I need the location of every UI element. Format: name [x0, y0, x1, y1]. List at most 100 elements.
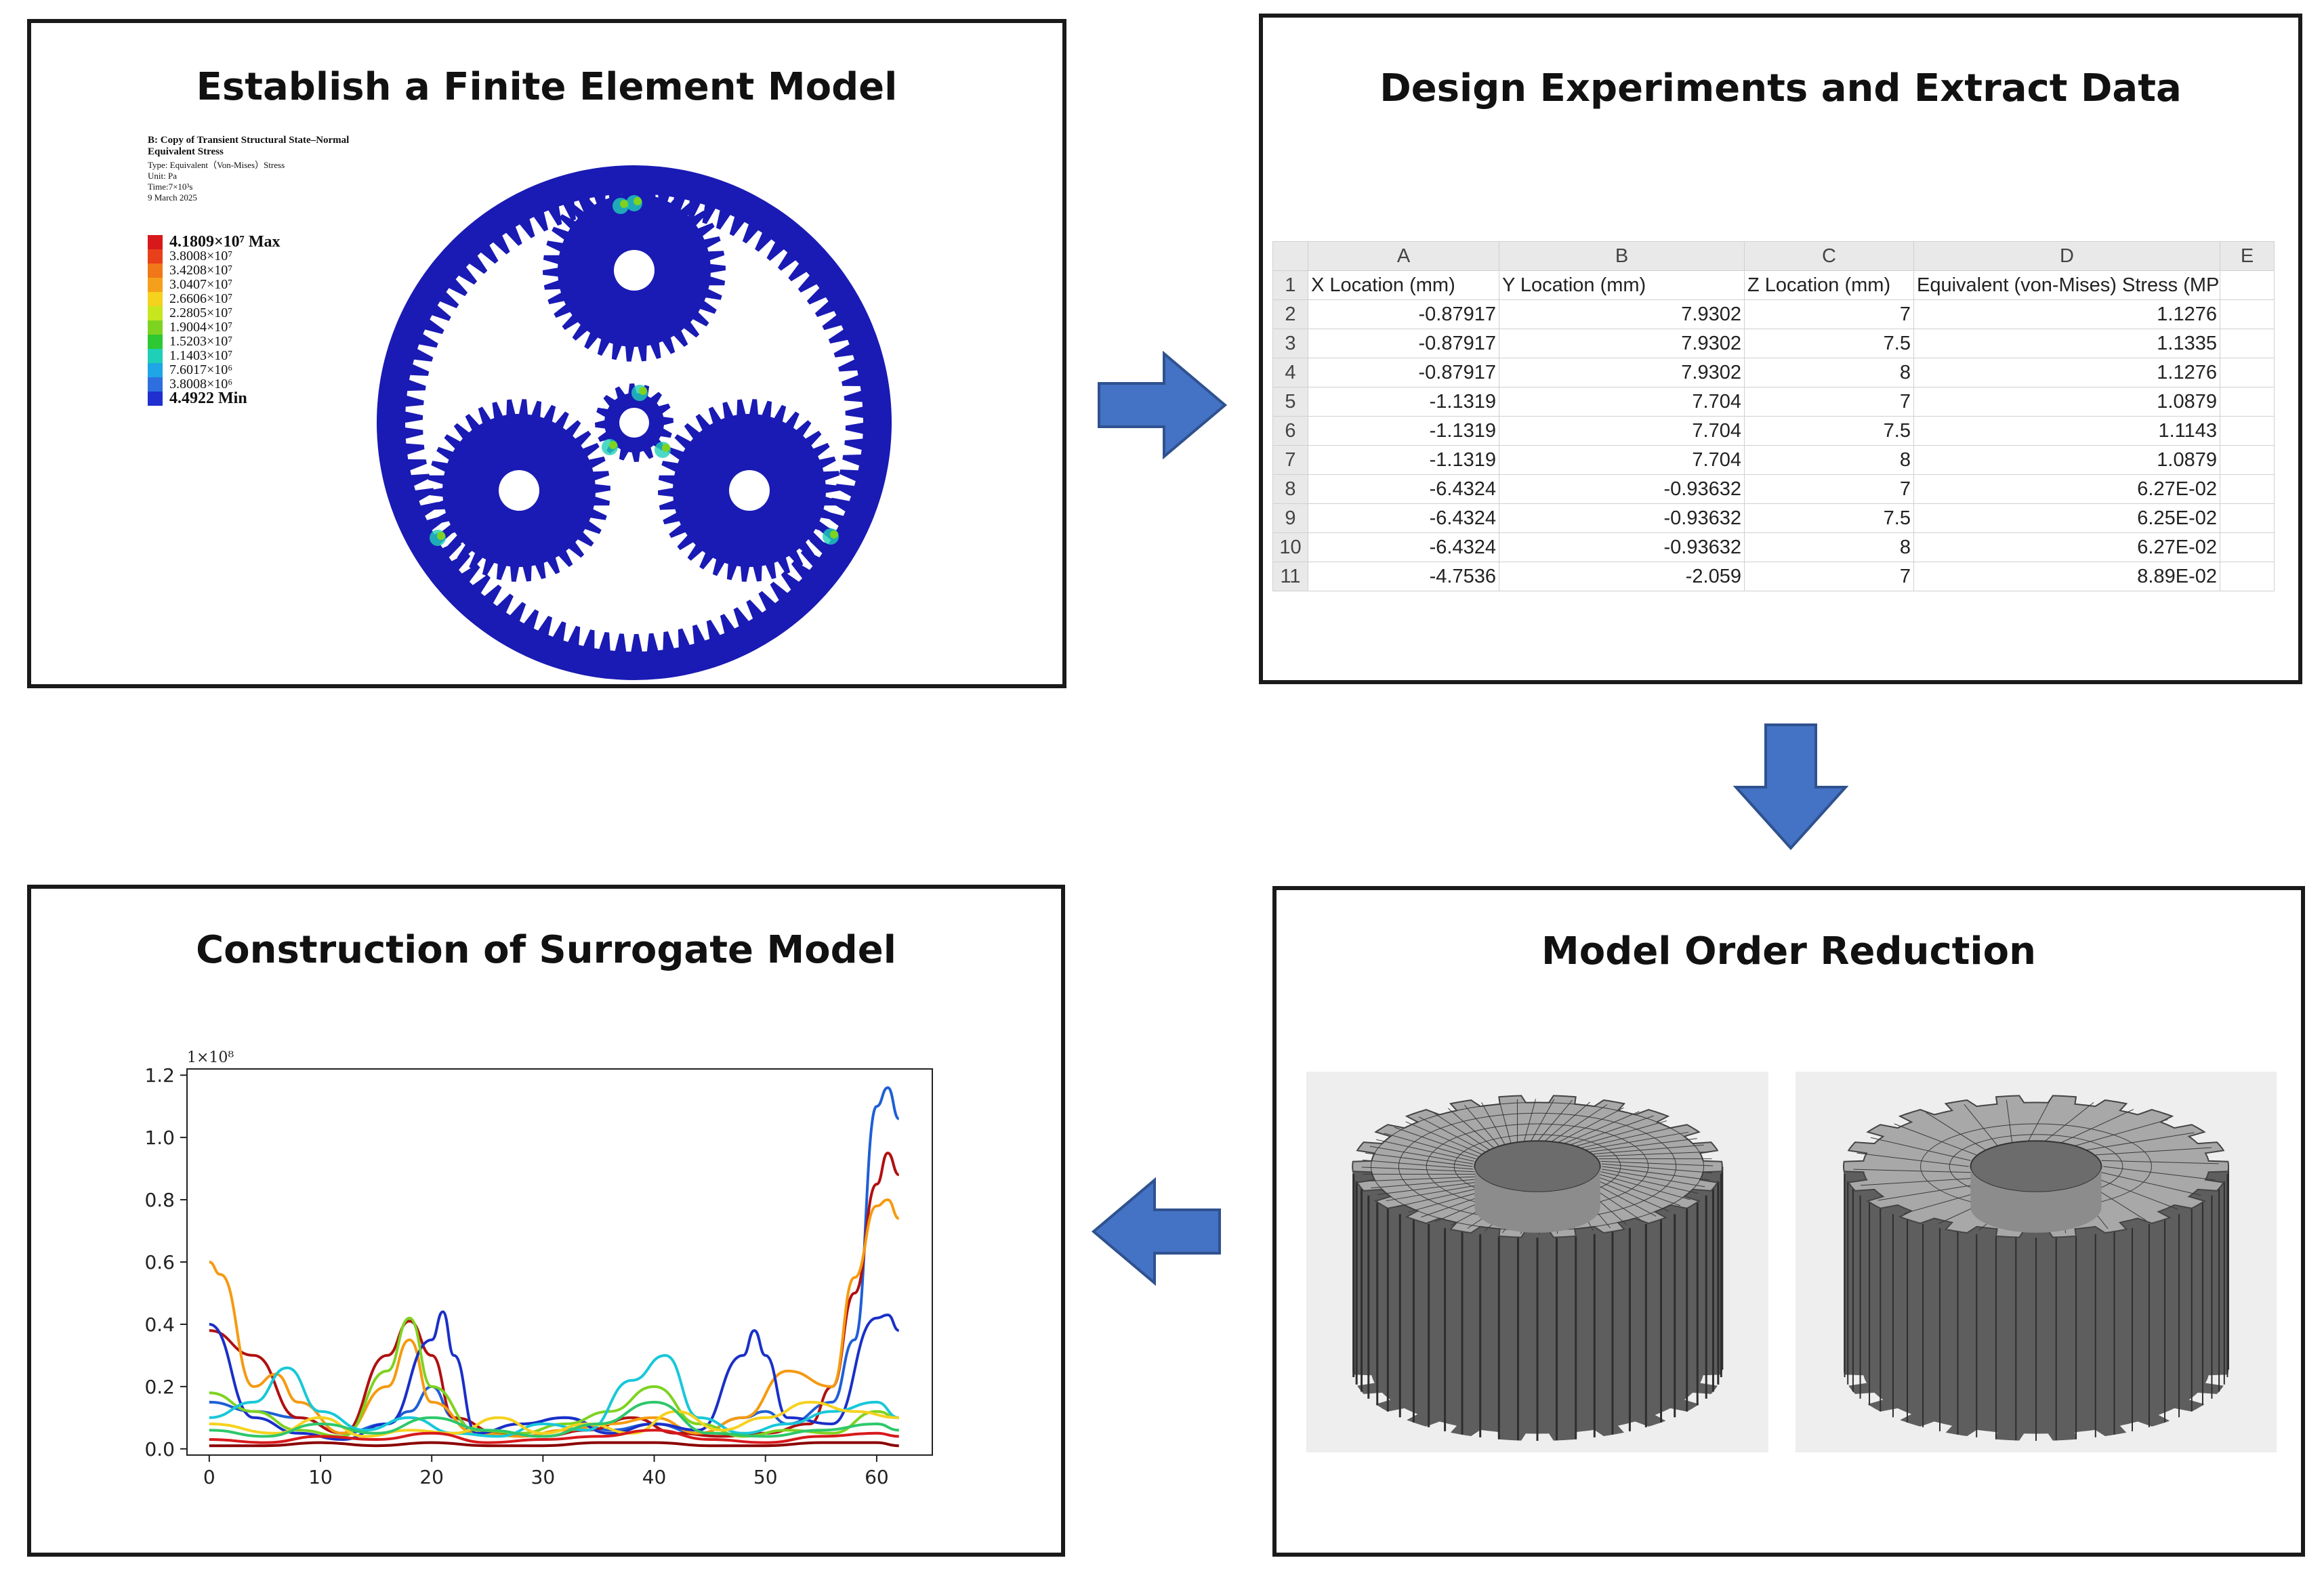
table-cell[interactable]: -0.87917 — [1308, 329, 1499, 358]
series-line — [209, 1400, 899, 1438]
table-cell[interactable]: 7.9302 — [1499, 358, 1745, 387]
row-number[interactable]: 10 — [1272, 532, 1308, 562]
row-number[interactable]: 4 — [1272, 358, 1308, 387]
table-cell[interactable] — [2220, 445, 2275, 475]
table-cell[interactable]: 1.1276 — [1913, 358, 2220, 387]
table-cell[interactable]: 8 — [1744, 532, 1914, 562]
row-number[interactable]: 9 — [1272, 503, 1308, 533]
table-cell[interactable] — [2220, 358, 2275, 387]
table-cell[interactable]: 7 — [1744, 562, 1914, 591]
scale-value: 2.6606×10⁷ — [169, 291, 233, 306]
table-cell[interactable]: 7.5 — [1744, 503, 1914, 533]
table-cell[interactable] — [2220, 416, 2275, 446]
table-cell[interactable]: 1.1335 — [1913, 329, 2220, 358]
data-table: A B C D E 1 X Location (mm) Y Location (… — [1272, 241, 2275, 591]
stress-hotspot — [620, 200, 628, 208]
table-cell[interactable] — [2220, 299, 2275, 329]
table-cell[interactable]: 1.0879 — [1913, 387, 2220, 417]
table-cell[interactable]: -1.1319 — [1308, 445, 1499, 475]
y-tick-label: 0.8 — [144, 1189, 175, 1211]
table-cell[interactable] — [2220, 503, 2275, 533]
table-cell[interactable] — [2220, 387, 2275, 417]
table-cell[interactable]: 7.5 — [1744, 416, 1914, 446]
header-cell[interactable]: X Location (mm) — [1308, 270, 1499, 300]
table-cell[interactable]: -6.4324 — [1308, 474, 1499, 504]
table-cell[interactable]: 1.1276 — [1913, 299, 2220, 329]
table-cell[interactable]: 1.1143 — [1913, 416, 2220, 446]
table-cell[interactable]: 8 — [1744, 358, 1914, 387]
table-cell[interactable]: 7.704 — [1499, 445, 1745, 475]
table-cell[interactable]: -6.4324 — [1308, 503, 1499, 533]
table-cell[interactable]: -1.1319 — [1308, 387, 1499, 417]
scale-value: 1.5203×10⁷ — [169, 334, 233, 349]
table-cell[interactable]: 7.704 — [1499, 416, 1745, 446]
row-number[interactable]: 11 — [1272, 562, 1308, 591]
column-header[interactable]: E — [2220, 241, 2275, 271]
scale-value: 4.1809×10⁷ Max — [169, 233, 281, 251]
planet-bore — [499, 470, 539, 511]
row-number[interactable]: 3 — [1272, 329, 1308, 358]
mesh-line — [1362, 1160, 1474, 1170]
row-number[interactable]: 5 — [1272, 387, 1308, 417]
panel-design-experiments: Design Experiments and Extract Data A B … — [1259, 14, 2302, 684]
table-cell[interactable]: -2.059 — [1499, 562, 1745, 591]
row-number[interactable]: 7 — [1272, 445, 1308, 475]
series-line — [209, 1429, 899, 1444]
table-cell[interactable]: -0.93632 — [1499, 532, 1745, 562]
legend-line-1: B: Copy of Transient Structural State–No… — [148, 135, 350, 146]
legend-line-3: Type: Equivalent（Von-Mises）Stress — [148, 160, 285, 170]
table-cell[interactable]: 7.9302 — [1499, 329, 1745, 358]
table-cell[interactable]: 7.5 — [1744, 329, 1914, 358]
header-cell[interactable]: Y Location (mm) — [1499, 270, 1745, 300]
column-header[interactable]: D — [1913, 241, 2220, 271]
legend-line-2: Equivalent Stress — [148, 146, 224, 157]
table-cell[interactable] — [2220, 329, 2275, 358]
corner-cell[interactable] — [1272, 241, 1308, 271]
table-row: 1 X Location (mm) Y Location (mm) Z Loca… — [1272, 270, 2275, 300]
stress-hotspot — [662, 444, 670, 452]
table-cell[interactable]: 6.27E-02 — [1913, 474, 2220, 504]
table-cell[interactable]: 7.704 — [1499, 387, 1745, 417]
table-cell[interactable]: 7 — [1744, 474, 1914, 504]
header-cell[interactable]: Equivalent (von-Mises) Stress (MPa) — [1913, 270, 2220, 300]
table-cell[interactable]: -0.87917 — [1308, 299, 1499, 329]
stress-hotspot — [609, 441, 617, 449]
table-cell[interactable] — [2220, 270, 2275, 300]
table-cell[interactable]: -0.87917 — [1308, 358, 1499, 387]
table-cell[interactable]: 1.0879 — [1913, 445, 2220, 475]
table-cell[interactable] — [2220, 474, 2275, 504]
row-number[interactable]: 1 — [1272, 270, 1308, 300]
table-cell[interactable]: -0.93632 — [1499, 474, 1745, 504]
row-number[interactable]: 8 — [1272, 474, 1308, 504]
spreadsheet: A B C D E 1 X Location (mm) Y Location (… — [1272, 241, 2275, 607]
table-cell[interactable]: 7 — [1744, 299, 1914, 329]
table-cell[interactable] — [2220, 532, 2275, 562]
series-line — [209, 1353, 900, 1438]
planetary-gear-stress-plot — [377, 165, 892, 680]
header-cell[interactable]: Z Location (mm) — [1744, 270, 1914, 300]
table-cell[interactable]: 7 — [1744, 387, 1914, 417]
table-cell[interactable]: -1.1319 — [1308, 416, 1499, 446]
table-cell[interactable]: 6.27E-02 — [1913, 532, 2220, 562]
table-cell[interactable]: 8.89E-02 — [1913, 562, 2220, 591]
plot-area — [186, 1068, 933, 1456]
scale-swatch — [148, 363, 163, 377]
table-cell[interactable]: -0.93632 — [1499, 503, 1745, 533]
mesh-line — [1361, 1166, 1474, 1173]
table-cell[interactable]: -4.7536 — [1308, 562, 1499, 591]
table-cell[interactable]: 6.25E-02 — [1913, 503, 2220, 533]
table-cell[interactable]: 8 — [1744, 445, 1914, 475]
table-cell[interactable]: -6.4324 — [1308, 532, 1499, 562]
row-number[interactable]: 2 — [1272, 299, 1308, 329]
scale-value: 2.2805×10⁷ — [169, 306, 233, 320]
table-cell[interactable]: 7.9302 — [1499, 299, 1745, 329]
column-header[interactable]: B — [1499, 241, 1745, 271]
row-number[interactable]: 6 — [1272, 416, 1308, 446]
column-header[interactable]: A — [1308, 241, 1499, 271]
scale-swatch — [148, 320, 163, 335]
scale-swatch — [148, 335, 163, 349]
planet-bore — [729, 470, 770, 511]
table-cell[interactable] — [2220, 562, 2275, 591]
column-header[interactable]: C — [1744, 241, 1914, 271]
